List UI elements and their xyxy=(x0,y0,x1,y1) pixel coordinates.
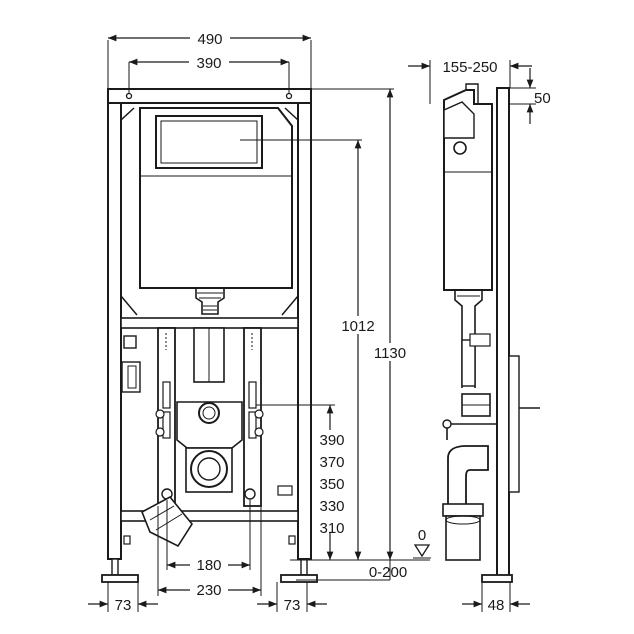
label-height-button: 1012 xyxy=(341,318,374,335)
outlet-bracket xyxy=(176,401,243,449)
label-outlet-370: 370 xyxy=(319,454,344,471)
label-floor-adjust: 0-200 xyxy=(369,564,407,581)
side-flush-pipe xyxy=(454,290,491,388)
label-foot-left: 73 xyxy=(115,597,132,614)
label-outer-spacing: 230 xyxy=(196,582,221,599)
cistern xyxy=(139,107,293,289)
bolt-holes xyxy=(155,381,264,439)
label-wall-offset: 155-250 xyxy=(442,59,497,76)
dim-floor-adjust: 0-200 xyxy=(296,560,407,581)
front-view: 490 390 1012 1130 xyxy=(88,28,430,614)
dim-wall-offset: 155-250 xyxy=(408,59,532,104)
label-foot-right: 73 xyxy=(284,597,301,614)
dim-top-offset: 50 xyxy=(510,68,551,124)
foot-right xyxy=(280,535,318,583)
floor-level-marker: 0 xyxy=(413,527,431,559)
side-drain-elbow xyxy=(442,445,489,561)
flush-connector xyxy=(195,288,225,315)
side-bolt xyxy=(442,419,497,440)
dim-foot-right: 73 xyxy=(257,582,327,614)
mounting-hole-right xyxy=(285,92,293,100)
label-width-total: 490 xyxy=(197,31,222,48)
mounting-hole-left xyxy=(125,92,133,100)
label-outlet-330: 330 xyxy=(319,498,344,515)
flush-plate-opening xyxy=(155,115,263,169)
label-floor-zero: 0 xyxy=(418,527,426,544)
frame-mid-rail xyxy=(120,317,299,329)
label-height-total: 1130 xyxy=(374,345,406,362)
foot-left xyxy=(101,535,139,583)
label-outlet-310: 310 xyxy=(319,520,344,537)
drain-pipe xyxy=(185,447,233,493)
dim-width-total: 490 xyxy=(107,28,312,88)
label-width-holes: 390 xyxy=(196,55,221,72)
side-view: 155-250 50 0 0-200 48 xyxy=(296,59,551,614)
frame-left-upright xyxy=(107,88,122,560)
side-foot xyxy=(481,574,513,583)
side-frame-upright xyxy=(496,87,510,581)
dim-foot-left: 73 xyxy=(88,582,158,614)
dim-inner-spacing: 180 xyxy=(166,500,251,574)
dim-foot-depth: 48 xyxy=(462,582,530,614)
side-cistern xyxy=(443,83,493,291)
dim-height-total: 1130 xyxy=(312,88,412,560)
label-foot-depth: 48 xyxy=(488,597,505,614)
label-outlet-390: 390 xyxy=(319,432,344,449)
dim-width-holes: 390 xyxy=(128,52,290,94)
dim-outlet-heights: 390 370 350 330 310 xyxy=(256,404,349,560)
label-outlet-350: 350 xyxy=(319,476,344,493)
frame-right-upright xyxy=(297,88,312,560)
label-top-offset: 50 xyxy=(534,90,551,107)
frame-top-rail xyxy=(107,88,312,104)
dim-outer-spacing: 230 xyxy=(157,506,262,599)
frame-bottom-rail xyxy=(120,510,299,522)
label-inner-spacing: 180 xyxy=(196,557,221,574)
dim-height-button: 1012 xyxy=(240,139,380,560)
